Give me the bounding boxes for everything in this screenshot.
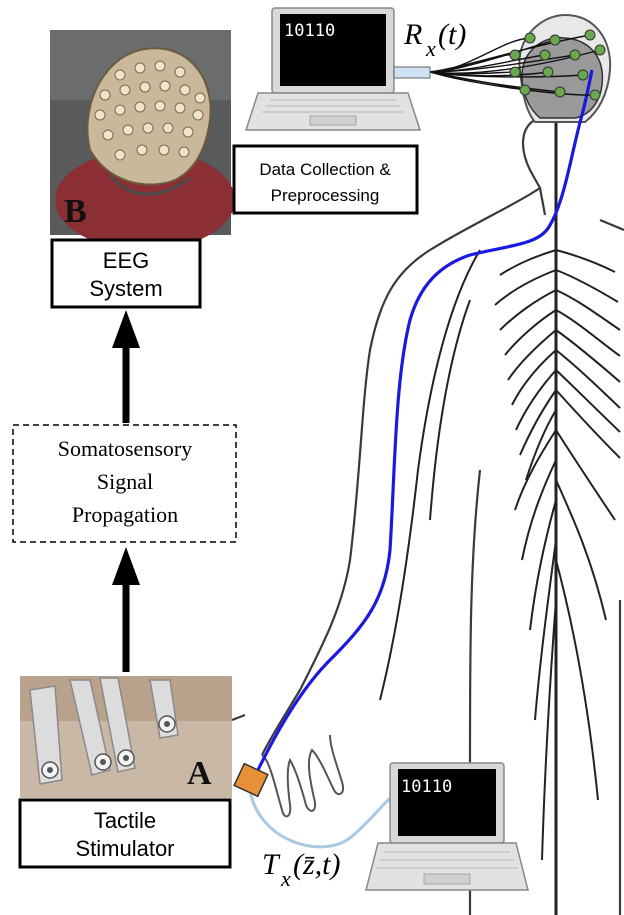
- transmitted-signal-args: (z̄,t): [293, 848, 341, 881]
- electrode: [520, 85, 530, 95]
- electrode: [543, 67, 553, 77]
- transmitted-signal-subscript: x: [280, 866, 291, 891]
- stimulator-cable: [250, 790, 400, 847]
- arrow-up-to-propagation: [112, 547, 140, 585]
- bottom-laptop: 10110: [366, 763, 528, 890]
- hand-outline: [262, 735, 343, 816]
- usb-connector: [394, 67, 430, 78]
- electrode: [540, 50, 550, 60]
- electrode: [570, 50, 580, 60]
- data-collection-label-line2: Preprocessing: [271, 186, 380, 205]
- bottom-laptop-screen-text: 10110: [401, 777, 452, 797]
- tactile-stimulator-label-line1: Tactile: [94, 808, 156, 833]
- tactile-stimulator-box: Tactile Stimulator: [20, 800, 230, 867]
- stimulator-photo: A: [20, 676, 232, 798]
- eeg-photo-label: B: [64, 193, 87, 230]
- top-laptop: 10110: [246, 8, 430, 130]
- electrode: [510, 50, 520, 60]
- data-collection-label-line1: Data Collection &: [259, 160, 391, 179]
- electrode: [510, 67, 520, 77]
- eeg-system-label-line2: System: [89, 276, 162, 301]
- transmitted-signal-symbol: T: [262, 848, 281, 881]
- electrode: [555, 87, 565, 97]
- electrode: [595, 45, 605, 55]
- propagation-label-line1: Somatosensory: [58, 436, 192, 461]
- received-signal-args: (t): [438, 18, 466, 51]
- stimulator-pad: [234, 764, 268, 797]
- eeg-system-label-line1: EEG: [103, 248, 149, 273]
- propagation-box: Somatosensory Signal Propagation: [13, 425, 236, 542]
- electrode: [590, 90, 600, 100]
- propagation-label-line2: Signal: [97, 469, 153, 494]
- electrode: [578, 70, 588, 80]
- top-laptop-screen-text: 10110: [284, 21, 335, 41]
- eeg-system-box: EEG System: [52, 240, 200, 307]
- received-signal-label: R x (t): [403, 18, 466, 61]
- received-signal-subscript: x: [425, 36, 436, 61]
- received-signal-symbol: R: [403, 18, 422, 51]
- propagation-label-line3: Propagation: [72, 502, 178, 527]
- eeg-photo: B: [50, 30, 235, 250]
- stimulator-photo-label: A: [187, 755, 212, 792]
- electrode: [525, 33, 535, 43]
- electrode: [585, 30, 595, 40]
- transmitted-signal-label: T x (z̄,t): [262, 848, 341, 891]
- tactile-stimulator-label-line2: Stimulator: [75, 836, 174, 861]
- data-collection-box: Data Collection & Preprocessing: [234, 146, 417, 213]
- arrow-up-to-eeg: [112, 310, 140, 348]
- electrode: [550, 35, 560, 45]
